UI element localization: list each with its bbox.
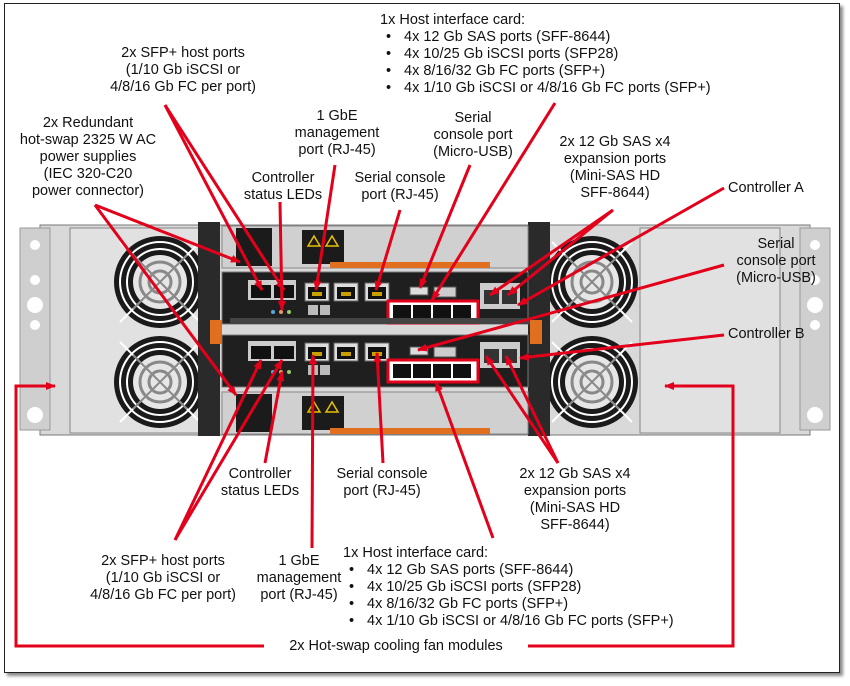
warning-icon: [302, 396, 344, 430]
host-card-option: 4x 8/16/32 Gb FC ports (SFP+): [343, 596, 674, 613]
fan-callout-bracket: [14, 382, 735, 648]
controller-a-label: Controller A: [728, 180, 804, 196]
host-card-option: 4x 12 Gb SAS ports (SFF-8644): [343, 562, 674, 579]
host-card-option: 4x 1/10 Gb iSCSI or 4/8/16 Gb FC ports (…: [343, 613, 674, 630]
fan-module-right: [639, 227, 781, 434]
host-card-option: 4x 8/16/32 Gb FC ports (SFP+): [380, 63, 711, 80]
power-supply-top: [221, 225, 529, 269]
host-card-option: 4x 12 Gb SAS ports (SFF-8644): [380, 29, 711, 46]
controller-b-label: Controller B: [728, 326, 805, 342]
micro-usb-port: [409, 286, 429, 296]
host-card-label-bottom: 1x Host interface card: 4x 12 Gb SAS por…: [343, 545, 674, 630]
controller-b: [221, 334, 529, 388]
controller-a: [221, 271, 530, 325]
fan-icon: [112, 334, 208, 430]
fan-modules-label: 2x Hot-swap cooling fan modules: [264, 638, 528, 655]
host-card-label-top: 1x Host interface card: 4x 12 Gb SAS por…: [380, 12, 711, 97]
chassis: [19, 222, 831, 436]
callout-arrows: [93, 102, 725, 549]
host-card-option: 4x 10/25 Gb iSCSI ports (SFP28): [343, 579, 674, 596]
host-card-option: 4x 10/25 Gb iSCSI ports (SFP28): [380, 46, 711, 63]
host-card-option: 4x 1/10 Gb iSCSI or 4/8/16 Gb FC ports (…: [380, 80, 711, 97]
